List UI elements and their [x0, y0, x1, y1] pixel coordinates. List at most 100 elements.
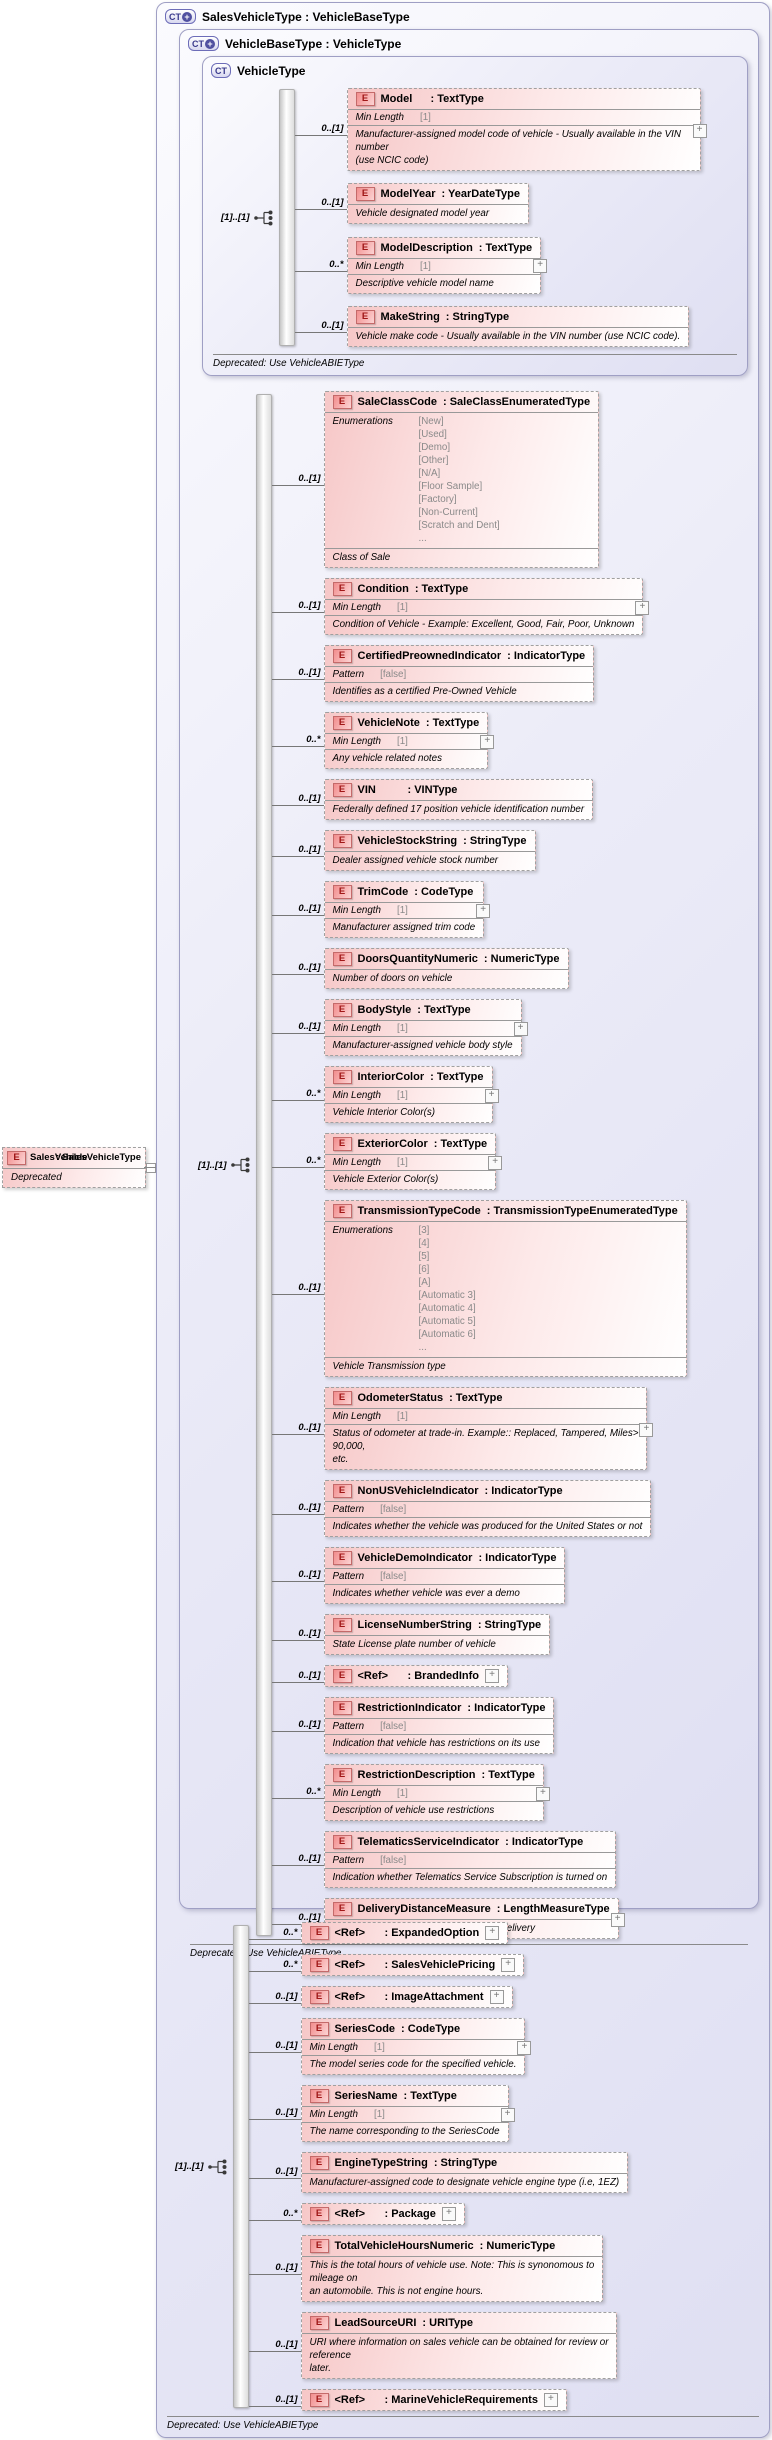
plus-icon: +	[182, 11, 192, 22]
expand-icon[interactable]: +	[485, 1669, 499, 1683]
sequence-elements: 0..*E<Ref>: ExpandedOption+0..*E<Ref>: S…	[248, 1917, 770, 2416]
element-type: : TextType	[417, 1004, 471, 1016]
element-name: <Ref>	[334, 1959, 366, 1971]
connector: 0..[1]	[248, 2339, 301, 2352]
complextype-icon[interactable]: CT+	[165, 9, 196, 24]
expand-icon[interactable]: +	[501, 1958, 516, 1972]
expand-icon[interactable]: +	[610, 1912, 625, 1927]
cardinality-label: 0..[1]	[298, 1719, 321, 1730]
facet-row: Min Length[1]	[347, 259, 541, 275]
element-type: : SalesVehicleType	[56, 1152, 141, 1163]
element-type: : NumericType	[479, 2240, 556, 2252]
element-type: : LengthMeasureType	[496, 1903, 610, 1915]
expand-icon[interactable]: +	[635, 600, 650, 615]
expand-icon[interactable]: +	[513, 1021, 528, 1036]
element-annotation: Manufacturer-assigned vehicle body style	[332, 1040, 513, 1051]
expand-icon[interactable]: +	[500, 2107, 515, 2122]
element-type: : ImageAttachment	[384, 1991, 484, 2003]
cardinality-label: 0..*	[329, 258, 344, 270]
element-type: : SalesVehiclePricing	[384, 1959, 496, 1971]
element-icon: E	[309, 2393, 329, 2407]
element-box-ref-package[interactable]: E<Ref>: Package+	[300, 2203, 465, 2225]
element-box-ref-salesvehiclepricing[interactable]: E<Ref>: SalesVehiclePricing+	[300, 1954, 525, 1976]
connector: 0..*	[271, 1786, 324, 1799]
facet-value: [1]	[396, 1090, 408, 1101]
element-icon: E	[332, 1835, 352, 1849]
element-type: : IndicatorType	[507, 650, 586, 662]
expand-icon[interactable]: +	[517, 2040, 532, 2055]
cardinality-label: 0..[1]	[275, 2262, 298, 2273]
connector-line	[248, 2351, 301, 2352]
element-icon: E	[309, 2239, 329, 2253]
cardinality-label: 0..*	[283, 1958, 298, 1970]
expand-icon[interactable]: +	[485, 1926, 500, 1940]
expand-icon[interactable]: +	[489, 1990, 504, 2004]
global-element-sales-vehicle[interactable]: E SalesVehicle : SalesVehicleType Deprec…	[2, 1147, 146, 1188]
expand-icon[interactable]: +	[535, 1786, 550, 1801]
element-box-ref-imageattachment[interactable]: E<Ref>: ImageAttachment+	[300, 1986, 513, 2008]
enumeration-value: [6]	[418, 1264, 430, 1275]
expand-icon[interactable]: +	[639, 1422, 654, 1437]
expand-icon[interactable]: +	[480, 734, 495, 749]
facet-label: Min Length	[309, 2109, 358, 2120]
facet-row: Pattern[false]	[324, 667, 594, 683]
element-box-ref-marinevehiclerequirements[interactable]: E<Ref>: MarineVehicleRequirements+	[300, 2389, 567, 2411]
enumeration-values: [3][4][5][6][A][Automatic 3][Automatic 4…	[419, 1224, 476, 1354]
expand-icon[interactable]: +	[488, 1155, 503, 1170]
complextype-icon[interactable]: CT+	[211, 63, 231, 78]
element-box-ref-brandedinfo[interactable]: E<Ref>: BrandedInfo+	[323, 1665, 508, 1687]
complextype-icon[interactable]: CT+	[188, 36, 219, 51]
connector-line	[271, 746, 324, 747]
expand-icon[interactable]: +	[543, 2393, 558, 2407]
element-box-ref-expandedoption[interactable]: E<Ref>: ExpandedOption+	[300, 1922, 509, 1944]
connector-line	[271, 1865, 324, 1866]
expand-icon[interactable]: +	[476, 903, 491, 918]
cardinality-label: 0..*	[306, 1786, 321, 1797]
expand-icon[interactable]: +	[441, 2207, 456, 2221]
element-type: : TextType	[433, 1138, 488, 1150]
expand-icon[interactable]: +	[484, 1088, 499, 1103]
enumeration-value: [Demo]	[418, 442, 451, 453]
expand-icon[interactable]: +	[533, 259, 548, 274]
deprecated-note: Deprecated: Use VehicleABIEType	[190, 1944, 748, 1959]
enumeration-value: [Scratch and Dent]	[418, 520, 500, 531]
element-name: RestrictionDescription	[357, 1769, 476, 1781]
expand-icon[interactable]: +	[692, 123, 707, 138]
element-type: : TextType	[425, 717, 480, 729]
container-title: VehicleType	[237, 63, 306, 78]
